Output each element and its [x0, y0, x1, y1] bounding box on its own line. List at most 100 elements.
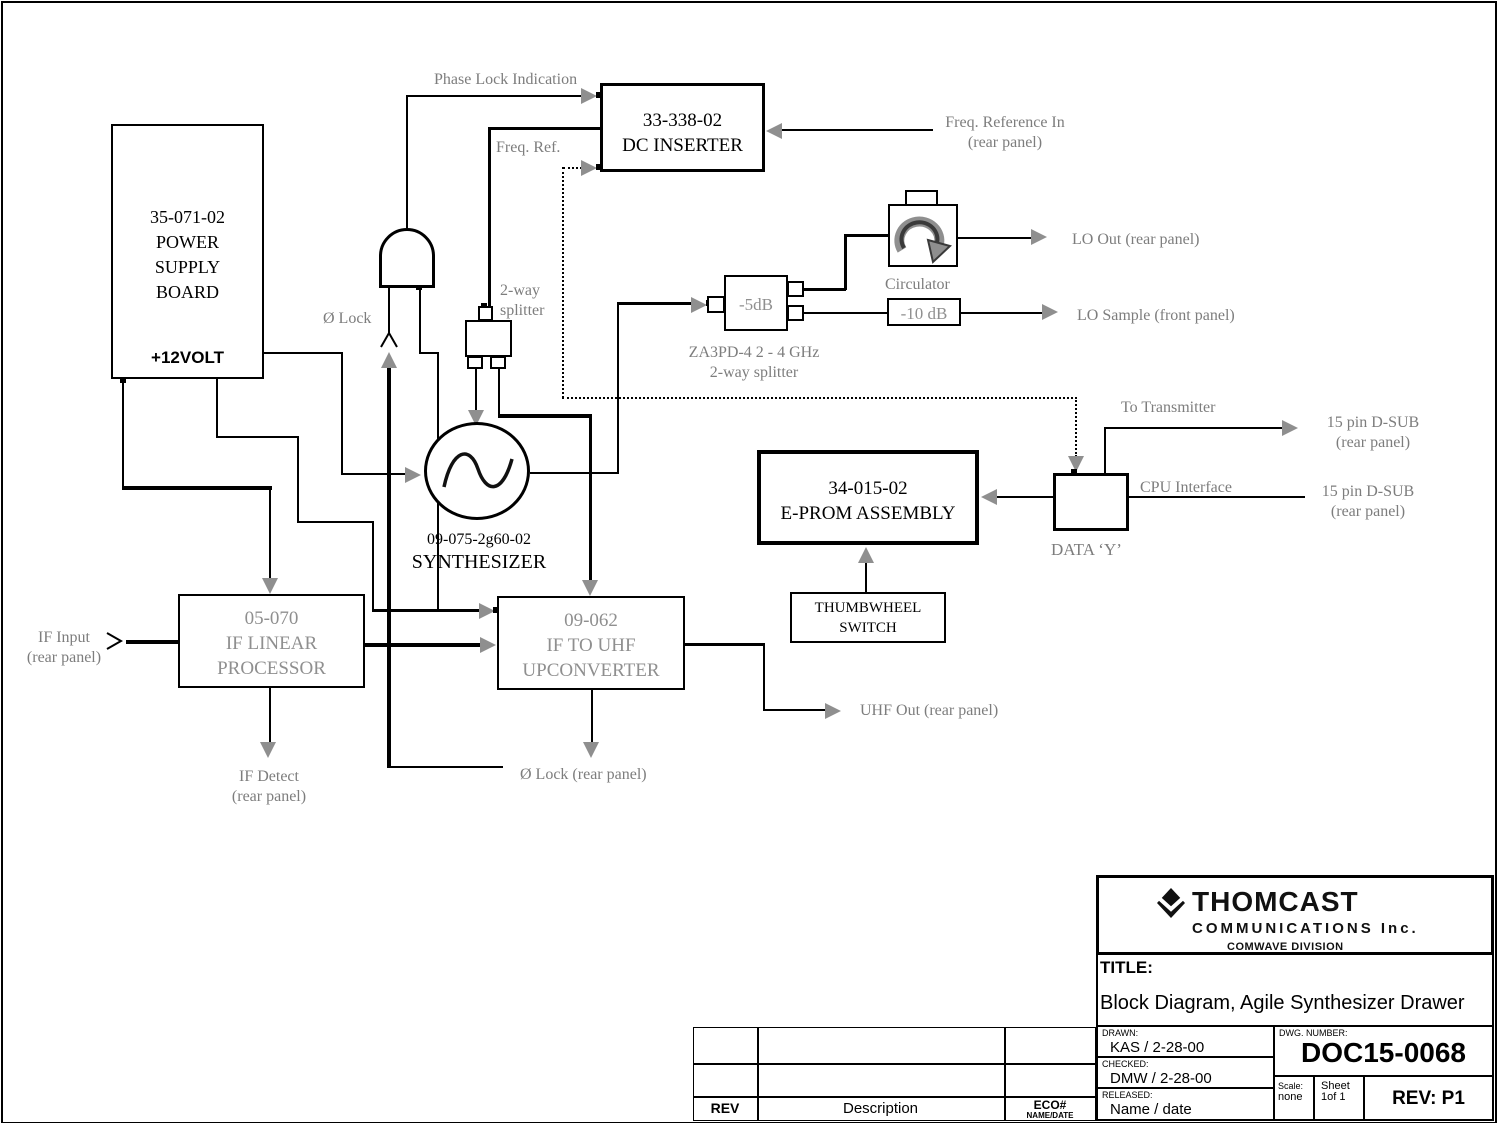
- arrowhead-eprom: [981, 489, 997, 505]
- released-value: Name / date: [1110, 1101, 1192, 1118]
- wire-philock-thick: [387, 368, 391, 768]
- arrowhead-philock-rear: [583, 742, 599, 758]
- wire-att-circ-3: [844, 234, 888, 237]
- drawing-title: Block Diagram, Agile Synthesizer Drawer: [1100, 992, 1465, 1014]
- eprom-part: 34-015-02: [828, 478, 908, 499]
- arrowhead-upconv-in2: [480, 637, 496, 653]
- thumbwheel-l1: THUMBWHEEL: [814, 600, 922, 616]
- eco-col-header: ECO#: [1033, 1098, 1067, 1112]
- arrowhead-iflinear-top: [262, 578, 278, 594]
- arrowhead-to-transmitter: [1282, 420, 1298, 436]
- wire-att10-in: [804, 312, 888, 314]
- upconverter-part: 09-062: [564, 610, 618, 631]
- dc-inserter-part: 33-338-02: [642, 110, 723, 131]
- port-data-y-top: [1071, 469, 1077, 475]
- dc-inserter-box: [600, 83, 765, 172]
- label-dsub-bot-2: (rear panel): [1330, 503, 1406, 520]
- wire-phase-lock-h: [406, 95, 582, 97]
- arrowhead-lo-sample: [1042, 304, 1058, 320]
- label-freq-ref-in: Freq. Reference In (rear panel): [930, 113, 1080, 153]
- label-dsub-top: 15 pin D-SUB (rear panel): [1300, 413, 1446, 453]
- label-to-transmitter: To Transmitter: [1121, 399, 1216, 416]
- wire-dotted-v2: [1075, 397, 1077, 457]
- arrowhead-philock-up: [381, 352, 397, 368]
- rev-table: [693, 1027, 1096, 1121]
- wire-philock-thin: [388, 286, 390, 333]
- dc-inserter-name: DC INSERTER: [622, 135, 743, 156]
- att5-box: [724, 275, 788, 331]
- att10-box: [887, 298, 961, 326]
- label-if-input-2: (rear panel): [26, 649, 102, 666]
- wire-upconv-philock: [591, 690, 593, 742]
- arrowhead-thumb-eprom: [858, 547, 874, 563]
- drawn-cell: DRAWN: KAS / 2-28-00: [1096, 1025, 1275, 1058]
- wire-stair-v1: [216, 378, 218, 438]
- wire-12v-v: [341, 352, 343, 475]
- wire-stair-v3: [372, 521, 374, 611]
- label-uhf-out: UHF Out (rear panel): [860, 702, 999, 719]
- wire-freq-ref-in: [781, 129, 933, 131]
- wire-lo-to-upconv: [589, 414, 592, 581]
- dwg-number-cell: DWG. NUMBER: DOC15-0068: [1273, 1025, 1494, 1077]
- if-linear-l3: PROCESSOR: [217, 658, 326, 679]
- port-power-bottom: [120, 377, 126, 383]
- att5-stub-rb: [787, 305, 804, 321]
- label-if-detect: IF Detect (rear panel): [198, 767, 340, 807]
- wire-philock-h: [387, 766, 503, 768]
- label-freq-ref-in-2: (rear panel): [967, 134, 1043, 151]
- wire-pwr-if-v2: [269, 486, 271, 579]
- upconverter-box: [497, 596, 685, 690]
- att5-stub-rt: [787, 281, 804, 297]
- wire-dotted-v1: [562, 167, 564, 398]
- label-dsub-top-2: (rear panel): [1335, 434, 1411, 451]
- label-phase-lock: Phase Lock Indication: [434, 71, 578, 88]
- scale-value: none: [1278, 1091, 1303, 1103]
- checked-label: CHECKED:: [1102, 1059, 1149, 1069]
- logo-division: COMWAVE DIVISION: [1227, 941, 1344, 953]
- label-cpu-interface: CPU Interface: [1140, 479, 1232, 496]
- synthesizer-part: 09-075-2g60-02: [427, 531, 531, 548]
- att5-label: -5dB: [739, 295, 773, 314]
- label-dsub-bot-1: 15 pin D-SUB: [1321, 483, 1415, 500]
- label-philock-rear: Ø Lock (rear panel): [520, 766, 647, 783]
- sheet-label: Sheet: [1321, 1080, 1350, 1092]
- wire-pwr-if-h: [122, 486, 272, 490]
- label-if-detect-1: IF Detect: [239, 768, 299, 785]
- arrowhead-lo-out: [1031, 229, 1047, 245]
- sine-wave-icon: [442, 452, 514, 489]
- logo-name: THOMCAST: [1192, 886, 1359, 917]
- scale-cell: Scale: none: [1273, 1075, 1315, 1121]
- if-linear-box: [178, 594, 365, 688]
- eprom-label: 34-015-02 E-PROM ASSEMBLY: [757, 476, 979, 526]
- wire-12v-h2: [341, 473, 406, 475]
- upconverter-l2: IF TO UHF: [546, 635, 636, 656]
- wire-dome-h: [419, 352, 439, 354]
- splitter-stub-br: [490, 356, 506, 369]
- logo-sub: COMMUNICATIONS Inc.: [1192, 920, 1419, 937]
- label-za3pd-1: ZA3PD-4 2 - 4 GHz: [688, 344, 820, 361]
- wire-stair-h2: [297, 521, 374, 523]
- rev-value: REV: P1: [1392, 1088, 1465, 1109]
- rev-table-row-line1: [693, 1063, 1096, 1065]
- wire-stair-v2: [297, 436, 299, 523]
- sheet-value: 1of 1: [1321, 1091, 1346, 1103]
- arrowhead-uhf-out: [825, 703, 841, 719]
- wire-if-detect: [269, 688, 271, 743]
- wire-if-input: [126, 640, 178, 644]
- wire-phase-lock-v: [406, 96, 408, 228]
- label-circulator: Circulator: [885, 276, 950, 293]
- wire-freq-ref-h: [488, 127, 602, 130]
- and-gate-dome: [379, 228, 435, 288]
- wire-att-circ-1: [804, 288, 846, 291]
- wire-splitter-synth: [475, 369, 477, 413]
- power-supply-l4: BOARD: [155, 282, 219, 302]
- released-cell: RELEASED: Name / date: [1096, 1087, 1275, 1121]
- eprom-box: [757, 450, 979, 545]
- power-supply-l3: SUPPLY: [154, 257, 221, 277]
- port-dc-inserter-bottom: [596, 164, 602, 170]
- if-input-chevron-icon: [106, 632, 124, 650]
- thomcast-logo-icon: [1157, 888, 1185, 918]
- if-linear-l2: IF LINEAR: [225, 633, 318, 654]
- upconverter-l3: UPCONVERTER: [522, 660, 660, 681]
- label-dsub-top-1: 15 pin D-SUB: [1326, 414, 1420, 431]
